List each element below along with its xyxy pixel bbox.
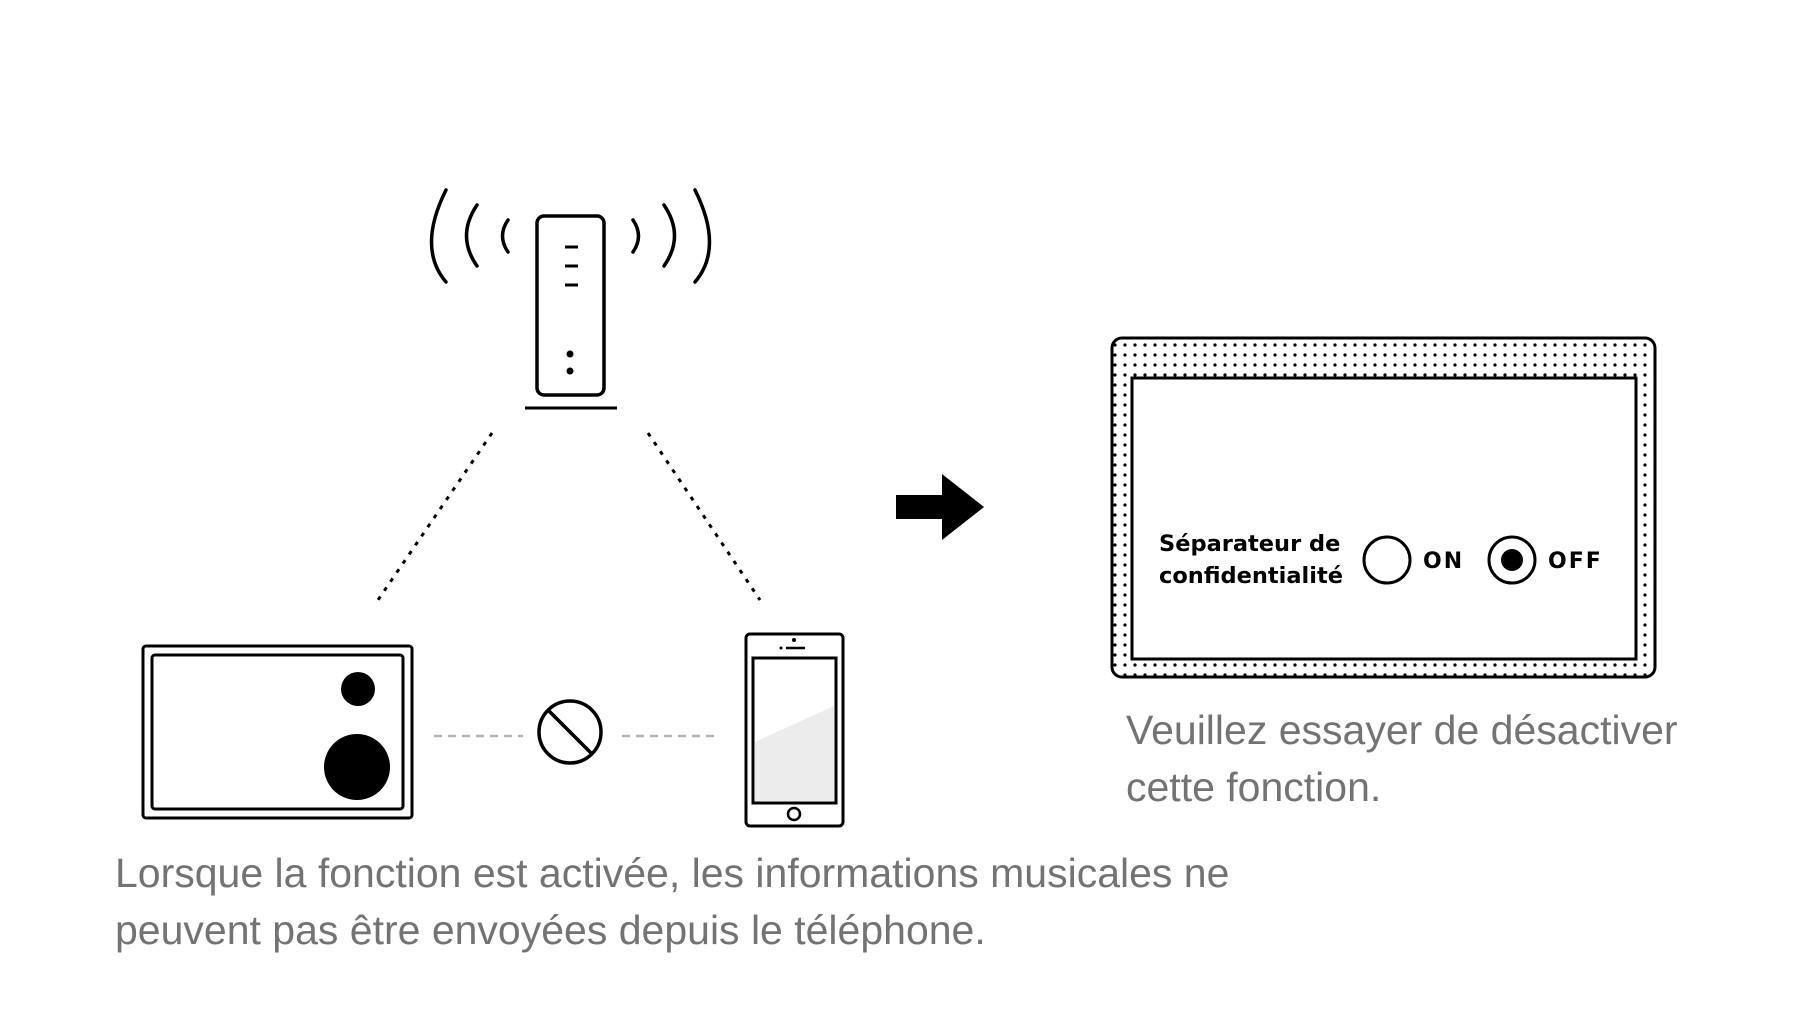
caption-feature-enabled: Lorsque la fonction est activée, les inf…	[115, 845, 1229, 959]
phone-screen-glare	[755, 706, 834, 801]
wireless-link-phone	[646, 432, 762, 601]
panel-screen	[1130, 376, 1638, 661]
wireless-link-speaker	[376, 432, 494, 601]
radio-off[interactable]: OFF	[1487, 535, 1603, 585]
privacy-separator-label-line2: confidentialité	[1159, 563, 1343, 589]
phone-sensor	[779, 646, 783, 650]
router-led	[566, 367, 574, 375]
wifi-router-icon	[429, 188, 712, 410]
router-indicator-lines	[565, 245, 578, 287]
caption-left-line2: peuvent pas être envoyées depuis le télé…	[115, 907, 986, 953]
speaker-icon	[141, 644, 414, 820]
caption-left-line1: Lorsque la fonction est activée, les inf…	[115, 850, 1230, 896]
signal-waves-left	[429, 188, 510, 284]
phone-camera	[792, 638, 796, 642]
caption-right-line2: cette fonction.	[1126, 764, 1382, 810]
radio-off-selected-dot	[1501, 549, 1523, 571]
phone-body	[744, 632, 845, 828]
radio-on-label: ON	[1423, 549, 1464, 574]
caption-try-disable: Veuillez essayer de désactiver cette fon…	[1126, 702, 1678, 816]
arrow-right-icon	[896, 474, 984, 540]
prohibited-icon	[537, 699, 603, 765]
speaker-inner-frame	[150, 653, 405, 811]
speaker-woofer	[324, 734, 390, 800]
privacy-separator-label-line1: Séparateur de	[1159, 531, 1340, 557]
router-body	[535, 214, 606, 397]
speaker-outer-frame	[141, 644, 414, 820]
settings-panel: Séparateur de confidentialité ON OFF	[1110, 336, 1657, 679]
smartphone-icon	[744, 632, 845, 828]
radio-off-label: OFF	[1548, 549, 1603, 574]
router-led	[566, 350, 574, 358]
phone-home-button	[786, 806, 802, 822]
radio-on-circle[interactable]	[1362, 535, 1412, 585]
signal-waves-right	[631, 188, 712, 284]
speaker-tweeter	[341, 672, 375, 706]
caption-right-line1: Veuillez essayer de désactiver	[1126, 707, 1678, 753]
radio-on[interactable]: ON	[1362, 535, 1464, 585]
